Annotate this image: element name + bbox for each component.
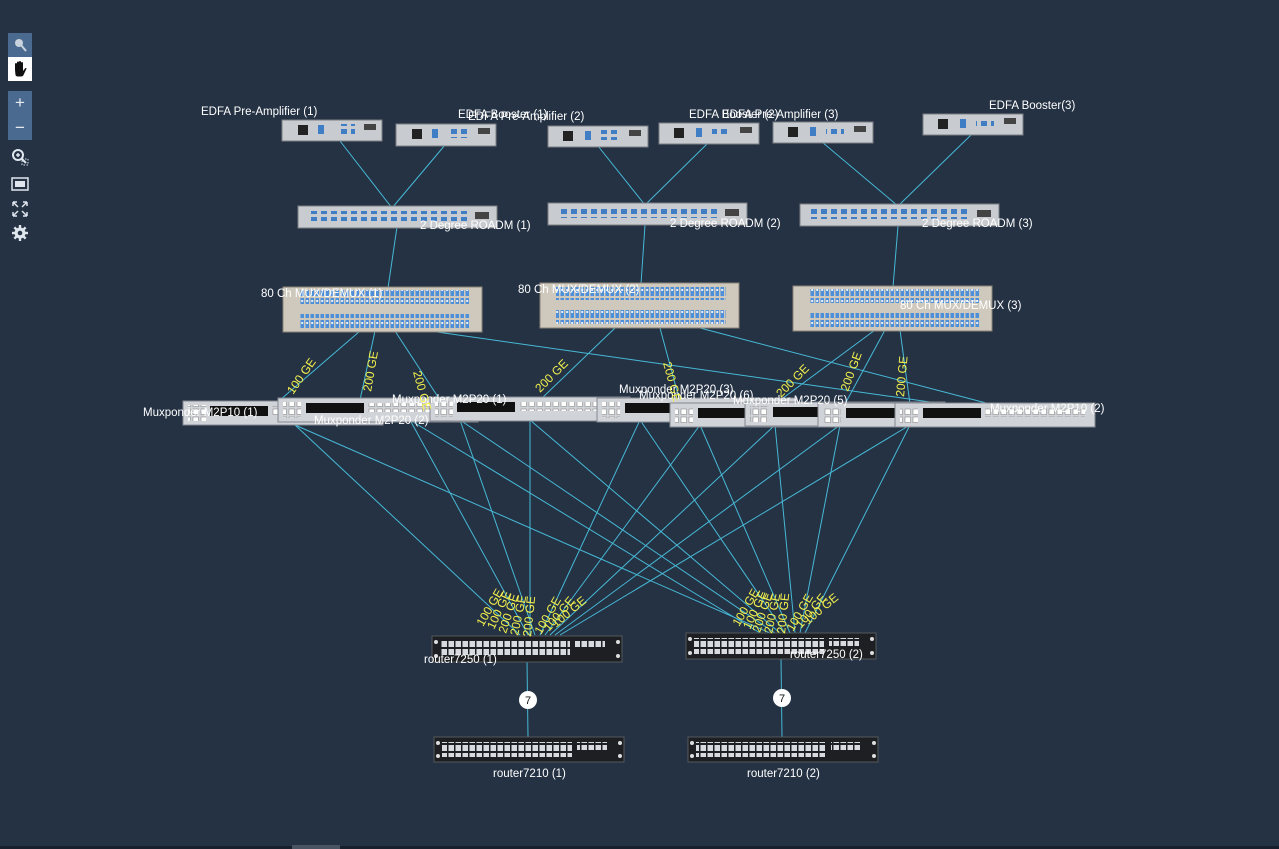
pointer-icon bbox=[15, 39, 27, 52]
roadm-3 bbox=[799, 203, 1000, 227]
bundle-count: 7 bbox=[525, 695, 531, 707]
zoom-group bbox=[8, 91, 32, 140]
zoom-in-icon: + bbox=[15, 93, 25, 112]
zoom-region-icon bbox=[12, 149, 29, 166]
label-router-1: router7210 (1) bbox=[493, 768, 566, 780]
label-mux-3: 80 Ch MUX/DEMUX (3) bbox=[900, 300, 1022, 312]
expand-icon bbox=[12, 201, 28, 217]
label-switch-2: router7250 (2) bbox=[790, 649, 863, 661]
label-edfa-pre-1: EDFA Pre-Amplifier (1) bbox=[201, 106, 317, 118]
label-roadm-1: 2 Degree ROADM (1) bbox=[420, 220, 531, 232]
speed-label: 100 GE bbox=[284, 355, 319, 396]
zoom-out-button[interactable]: − bbox=[8, 116, 32, 140]
label-edfa-booster-1: EDFA Booster (1) bbox=[458, 109, 548, 121]
router-1 bbox=[433, 736, 625, 763]
mux-demux-devices[interactable] bbox=[282, 282, 993, 333]
mux-demux-2 bbox=[539, 282, 740, 329]
edfa-pre-amplifier-2 bbox=[547, 125, 649, 148]
fit-screen-button[interactable] bbox=[8, 172, 32, 196]
speed-label: 200 GE bbox=[360, 350, 381, 393]
gear-icon bbox=[12, 225, 28, 241]
label-edfa-booster-3: EDFA Booster(3) bbox=[989, 100, 1075, 112]
label-mux-2: 80 Ch MUX/DEMUX (2) bbox=[518, 284, 640, 296]
switch-2 bbox=[685, 632, 877, 660]
label-mux-1: 80 Ch MUX/DEMUX (1) bbox=[261, 288, 383, 300]
label-edfa-booster-2: EDFA Booster (2) bbox=[689, 109, 779, 121]
label-muxponder-m2p20-5: Muxponder M2P20 (5) bbox=[733, 395, 848, 407]
mux-demux-1 bbox=[282, 286, 483, 333]
switch-1 bbox=[431, 635, 623, 663]
label-muxponder-left: Muxponder M2P10 (1) bbox=[143, 407, 258, 419]
edfa-booster-3 bbox=[922, 113, 1024, 136]
hand-icon bbox=[15, 61, 27, 77]
scrollbar-thumb[interactable] bbox=[292, 845, 340, 849]
switch-devices[interactable] bbox=[431, 632, 879, 763]
label-edfa-pre-3: EDFA Pre-Amplifier (3) bbox=[722, 109, 838, 121]
link-speed-labels: 100 GE 200 GE 200 GE 200 GE 200 GE 200 G… bbox=[284, 350, 911, 637]
label-muxponder-m2p20-3: Muxponder M2P20 (3) bbox=[619, 384, 734, 396]
speed-label: 200 GE bbox=[893, 355, 910, 397]
settings-button[interactable] bbox=[8, 221, 32, 245]
fit-screen-icon bbox=[11, 177, 29, 191]
zoom-in-button[interactable]: + bbox=[8, 91, 32, 115]
edfa-booster-2 bbox=[658, 122, 760, 145]
label-roadm-2: 2 Degree ROADM (2) bbox=[670, 218, 781, 230]
bundle-count: 7 bbox=[779, 693, 785, 705]
links bbox=[279, 133, 991, 738]
zoom-out-icon: − bbox=[15, 118, 25, 137]
speed-label: 200 GE bbox=[838, 350, 865, 393]
roadm-1 bbox=[297, 205, 498, 229]
speed-label: 200 GE bbox=[774, 592, 792, 634]
horizontal-scrollbar[interactable] bbox=[0, 846, 1279, 849]
roadm-2 bbox=[547, 202, 748, 226]
zoom-selection-button[interactable] bbox=[8, 145, 32, 169]
label-roadm-3: 2 Degree ROADM (3) bbox=[922, 218, 1033, 230]
label-switch-1: router7250 (1) bbox=[424, 654, 497, 666]
edfa-devices[interactable] bbox=[281, 113, 1024, 148]
bundle-badge-2[interactable]: 7 bbox=[773, 689, 791, 707]
bundle-badge-1[interactable]: 7 bbox=[519, 691, 537, 709]
node-labels: EDFA Pre-Amplifier (1) EDFA Booster (1) … bbox=[143, 100, 1105, 780]
label-muxponder-m2p20-1: Muxponder M2P20 (1) bbox=[392, 394, 507, 406]
router-2 bbox=[687, 736, 879, 763]
expand-button[interactable] bbox=[8, 197, 32, 221]
pan-tool[interactable] bbox=[8, 57, 32, 81]
roadm-devices[interactable] bbox=[297, 202, 1000, 229]
label-router-2: router7210 (2) bbox=[747, 768, 820, 780]
edfa-pre-amplifier-3 bbox=[772, 121, 874, 144]
label-muxponder-m2p20-6: Muxponder M2P20 (6) bbox=[639, 390, 754, 402]
edfa-pre-amplifier-1 bbox=[281, 119, 383, 142]
speed-label: 200 GE bbox=[520, 595, 538, 637]
muxponder-devices[interactable] bbox=[182, 396, 1096, 428]
muxponder-right bbox=[894, 402, 1096, 428]
label-edfa-pre-2: EDFA Pre-Amplifier (2) bbox=[468, 111, 584, 123]
muxponder-m2p20-1 bbox=[429, 396, 631, 422]
label-muxponder-m2p20-2: Muxponder M2P20 (2) bbox=[314, 415, 429, 427]
select-tool[interactable] bbox=[8, 33, 32, 57]
edfa-booster-1 bbox=[395, 123, 497, 147]
mux-demux-3 bbox=[792, 285, 993, 332]
label-muxponder-right: Muxponder M2P10 (2) bbox=[990, 403, 1105, 415]
